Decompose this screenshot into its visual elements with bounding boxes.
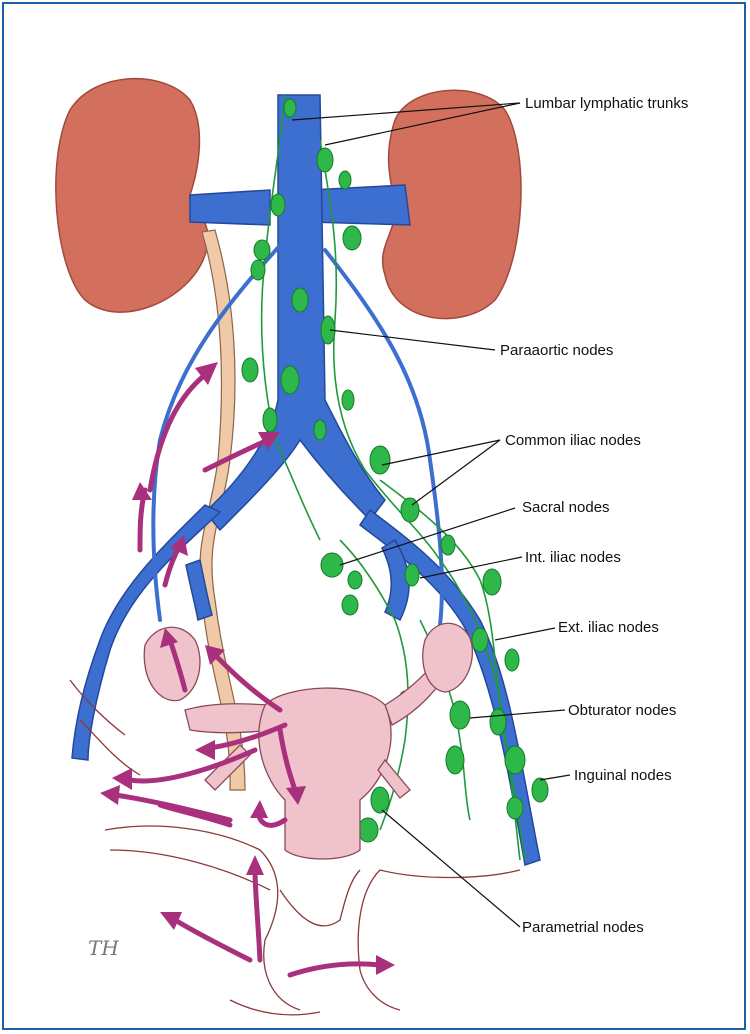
label-ext-iliac-nodes: Ext. iliac nodes <box>558 619 659 636</box>
label-sacral-nodes: Sacral nodes <box>522 499 610 516</box>
left-kidney <box>56 79 208 312</box>
label-obturator-nodes: Obturator nodes <box>568 702 676 719</box>
artist-signature: TH <box>88 936 119 960</box>
label-parametrial-nodes: Parametrial nodes <box>522 919 644 936</box>
label-common-iliac-nodes: Common iliac nodes <box>505 432 641 449</box>
label-lumbar-lymphatic-trunks: Lumbar lymphatic trunks <box>525 95 688 112</box>
label-paraaortic-nodes: Paraaortic nodes <box>500 342 613 359</box>
label-int-iliac-nodes: Int. iliac nodes <box>525 549 621 566</box>
uterus <box>144 623 472 859</box>
label-inguinal-nodes: Inguinal nodes <box>574 767 672 784</box>
left-renal-vein <box>190 190 270 225</box>
right-renal-vein <box>310 185 410 225</box>
